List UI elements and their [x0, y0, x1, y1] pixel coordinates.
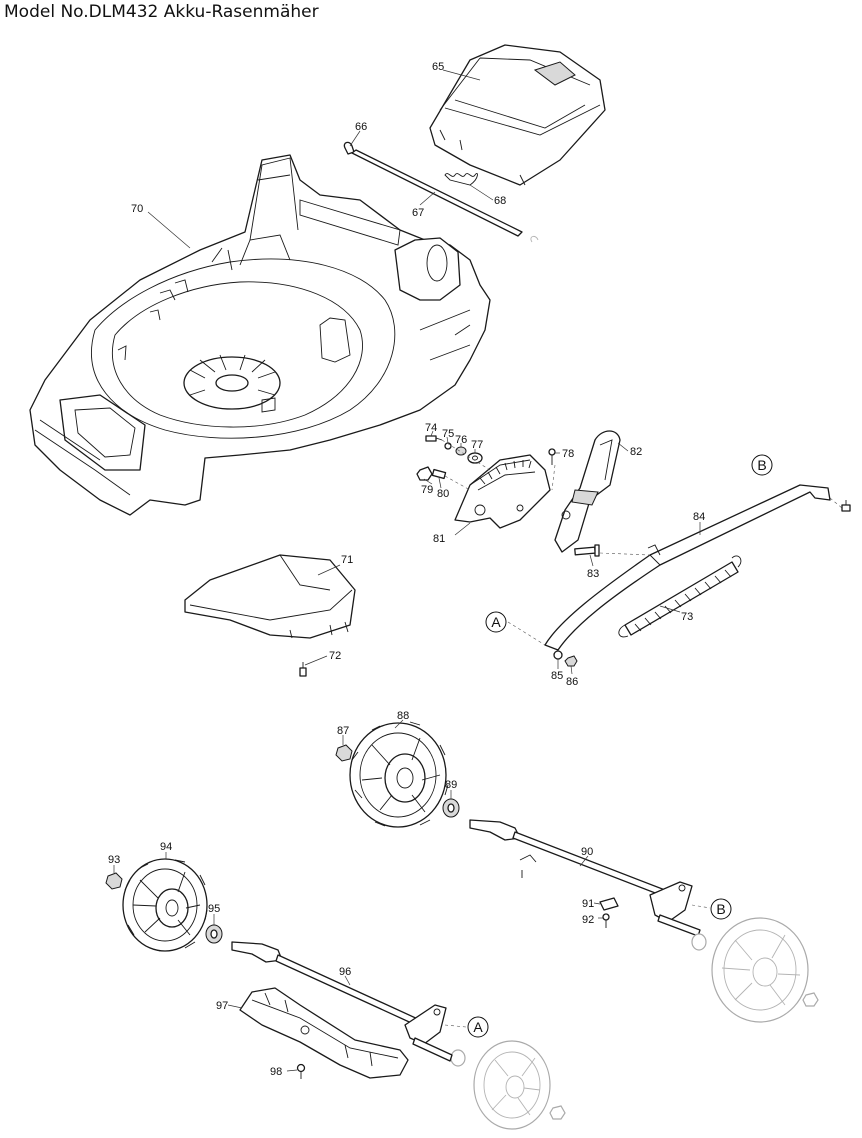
label-65: 65 — [432, 61, 444, 73]
ref-b-upper-label: B — [757, 457, 766, 473]
part-90-rear-axle — [469, 819, 701, 937]
part-81-height-adjuster — [454, 454, 551, 529]
part-clip-ghost — [530, 235, 539, 243]
part-screw-b-end — [841, 500, 851, 512]
label-81: 81 — [433, 533, 445, 545]
label-92: 92 — [582, 914, 594, 926]
label-89: 89 — [445, 779, 457, 791]
label-97: 97 — [216, 1000, 228, 1012]
part-94-front-wheel — [122, 858, 208, 952]
part-65-cover — [429, 44, 606, 186]
ghost-front-wheel — [450, 1040, 566, 1130]
part-82-lever — [554, 430, 621, 553]
part-67-shaft — [351, 149, 523, 237]
part-80-bolt — [431, 468, 447, 480]
label-84: 84 — [693, 511, 705, 523]
label-93: 93 — [108, 854, 120, 866]
part-72-screw — [299, 662, 307, 677]
label-95: 95 — [208, 903, 220, 915]
assembly-dashed-lines — [441, 439, 843, 1028]
ref-a-lower-label: A — [473, 1019, 483, 1035]
label-96: 96 — [339, 966, 351, 978]
ref-circle-b-upper: B — [751, 454, 773, 476]
label-67: 67 — [412, 207, 424, 219]
part-86-nut — [564, 655, 578, 667]
ref-circle-b-lower: B — [710, 898, 732, 920]
part-77-washer — [467, 452, 483, 464]
ghost-rear-wheel — [691, 917, 819, 1023]
part-93-nut — [105, 872, 123, 890]
ref-b-lower-label: B — [716, 901, 725, 917]
label-90: 90 — [581, 846, 593, 858]
part-84-link-rod — [544, 484, 831, 651]
part-79-nut — [416, 466, 433, 481]
part-85-washer — [553, 650, 563, 660]
leader-lines — [113, 69, 701, 1072]
label-75: 75 — [442, 428, 454, 440]
part-74-bolt — [425, 435, 443, 442]
label-72: 72 — [329, 650, 341, 662]
label-68: 68 — [494, 195, 506, 207]
ref-circle-a-lower: A — [467, 1016, 489, 1038]
part-97-front-bracket — [239, 987, 409, 1079]
label-98: 98 — [270, 1066, 282, 1078]
label-78: 78 — [562, 448, 574, 460]
label-87: 87 — [337, 725, 349, 737]
part-70-deck-housing — [29, 154, 491, 516]
part-96-front-axle — [231, 941, 453, 1062]
part-87-nut — [335, 744, 353, 762]
part-number-labels: 65 66 67 68 70 71 72 73 74 75 76 77 78 7… — [108, 61, 705, 1078]
label-82: 82 — [630, 446, 642, 458]
part-92-screw — [602, 913, 610, 928]
label-80: 80 — [437, 488, 449, 500]
label-88: 88 — [397, 710, 409, 722]
label-91: 91 — [582, 898, 594, 910]
part-89-bushing — [442, 798, 460, 818]
ref-a-upper-label: A — [491, 614, 501, 630]
label-66: 66 — [355, 121, 367, 133]
label-83: 83 — [587, 568, 599, 580]
label-73: 73 — [681, 611, 693, 623]
part-73-tension-spring — [618, 555, 742, 638]
label-71: 71 — [341, 554, 353, 566]
part-78-screw — [548, 448, 556, 465]
label-85: 85 — [551, 670, 563, 682]
part-68-spring — [444, 173, 478, 186]
part-71-rear-chute — [184, 554, 356, 639]
label-79: 79 — [421, 484, 433, 496]
label-76: 76 — [455, 434, 467, 446]
part-88-wheel — [349, 721, 449, 828]
label-86: 86 — [566, 676, 578, 688]
ref-circle-a-upper: A — [485, 611, 507, 633]
label-74: 74 — [425, 422, 437, 434]
part-98-screw — [296, 1063, 306, 1079]
label-70: 70 — [131, 203, 143, 215]
part-83-bolt — [574, 544, 600, 557]
label-77: 77 — [471, 439, 483, 451]
part-95-bushing — [205, 924, 223, 944]
label-94: 94 — [160, 841, 172, 853]
diagram-title: Model No.DLM432 Akku-Rasenmäher — [4, 2, 319, 22]
part-91-plate — [599, 897, 619, 911]
